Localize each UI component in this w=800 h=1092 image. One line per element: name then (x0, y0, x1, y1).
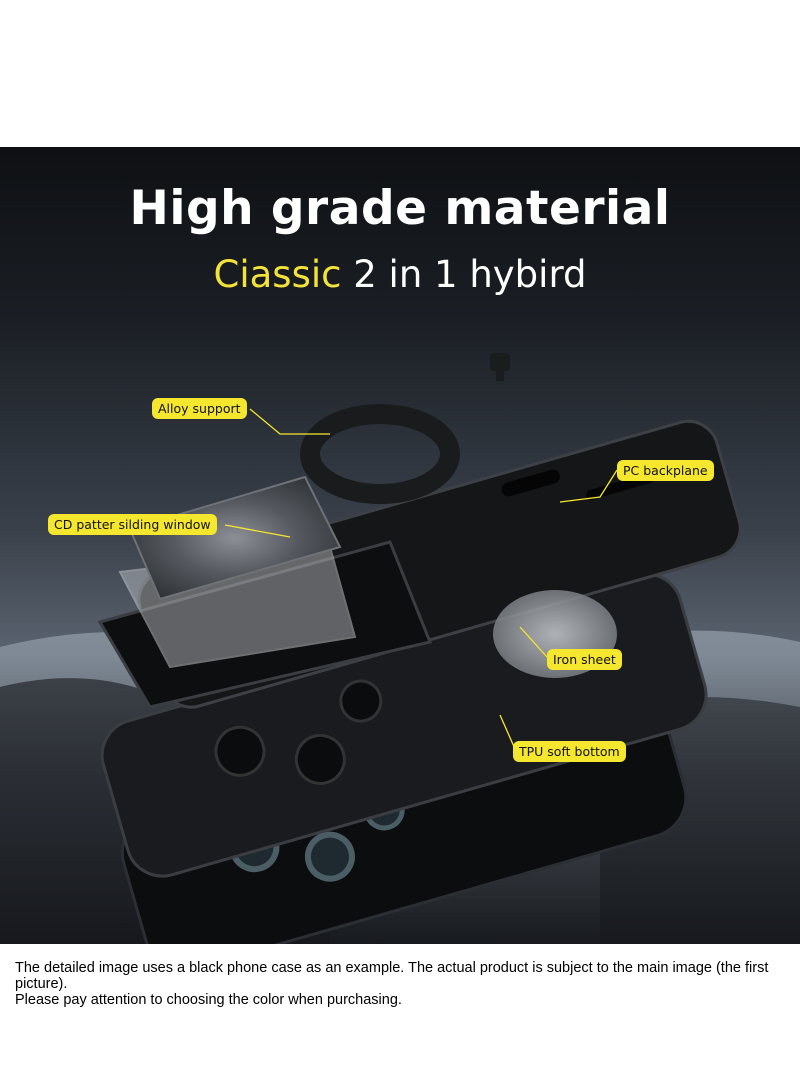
poster-subtitle: Ciassic 2 in 1 hybird (0, 253, 800, 296)
cd-window (128, 475, 342, 601)
alloy-ring (300, 353, 510, 504)
footer-note: The detailed image uses a black phone ca… (15, 960, 795, 1008)
label-pc-backplane: PC backplane (617, 460, 714, 481)
subtitle-highlight: Ciassic (213, 253, 342, 296)
label-alloy-support: Alloy support (152, 398, 247, 419)
footer-line-2: Please pay attention to choosing the col… (15, 992, 402, 1008)
label-tpu-soft-bottom: TPU soft bottom (513, 741, 626, 762)
label-cd-window: CD patter silding window (48, 514, 217, 535)
footer-line-1: The detailed image uses a black phone ca… (15, 960, 769, 992)
product-poster: High grade material Ciassic 2 in 1 hybir… (0, 147, 800, 944)
label-iron-sheet: Iron sheet (547, 649, 622, 670)
poster-title: High grade material (129, 181, 671, 236)
subtitle-rest: 2 in 1 hybird (353, 253, 587, 296)
window-frame (97, 540, 433, 709)
